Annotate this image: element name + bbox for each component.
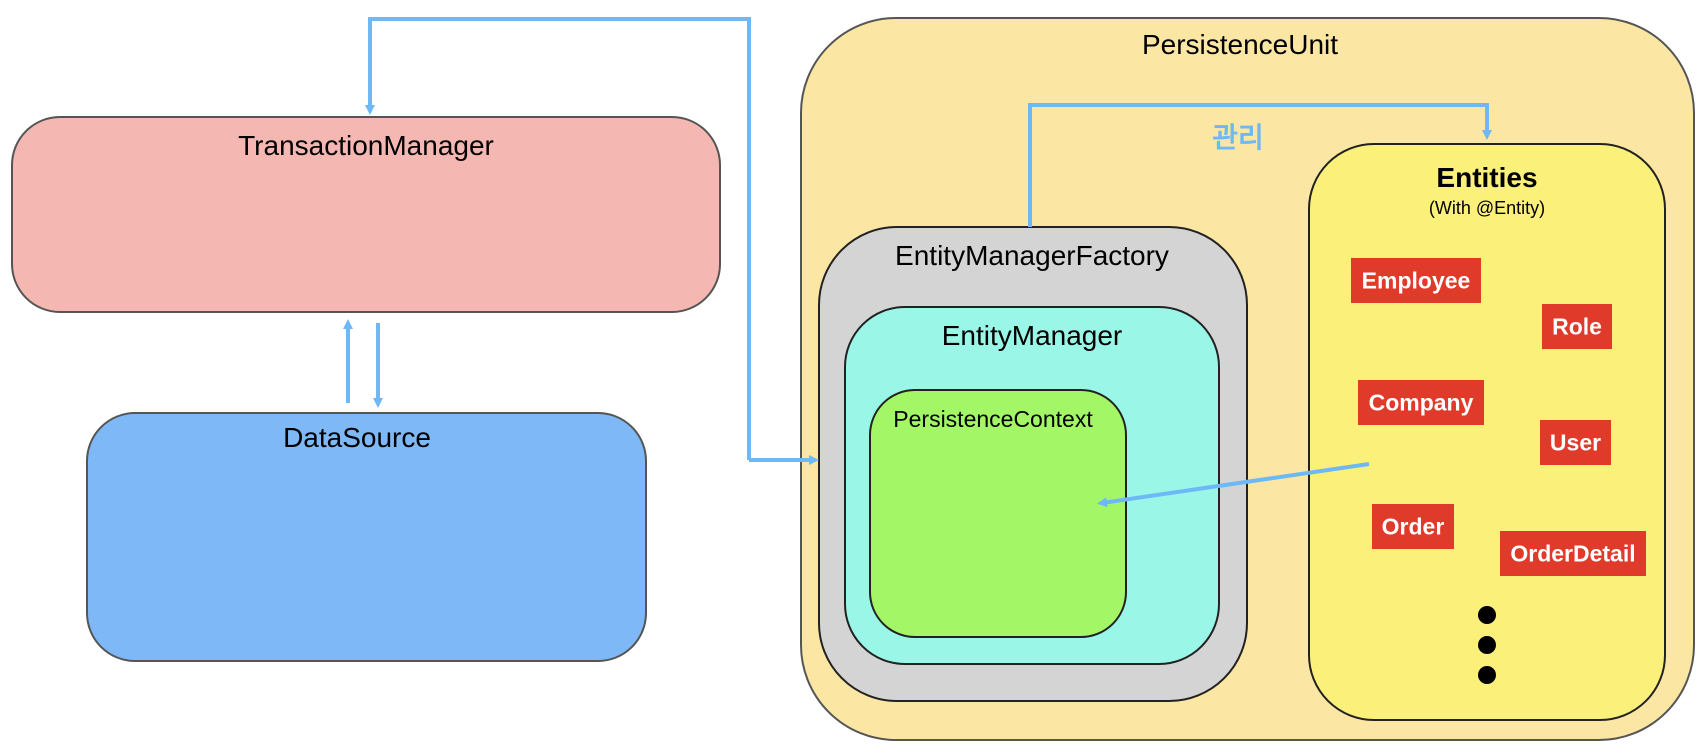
entities-subtitle: (With @Entity) <box>1429 198 1545 218</box>
entity-orderdetail[interactable]: OrderDetail <box>1500 531 1646 576</box>
data-source-label: DataSource <box>283 422 431 453</box>
persistence-unit-label: PersistenceUnit <box>1142 29 1338 60</box>
entity-role-badge <box>1542 304 1612 349</box>
entities-container[interactable]: Entities (With @Entity) <box>1308 143 1666 721</box>
entity-orderdetail-badge <box>1500 531 1646 576</box>
entity-employee-badge <box>1351 258 1481 303</box>
transaction-manager-label: TransactionManager <box>238 130 494 161</box>
entity-company-badge <box>1358 380 1484 425</box>
entity-role-label: Role <box>1552 314 1602 340</box>
persistence-context-label: PersistenceContext <box>893 406 1093 432</box>
persistence-context[interactable]: PersistenceContext <box>869 389 1127 638</box>
entity-manager-label: EntityManager <box>942 320 1123 351</box>
ellipsis-dot <box>1478 606 1496 624</box>
entity-order[interactable]: Order <box>1372 504 1454 549</box>
entity-company-label: Company <box>1369 390 1474 416</box>
manage-arrow-label: 관리 <box>1212 121 1264 154</box>
ellipsis-dot <box>1478 666 1496 684</box>
entity-order-label: Order <box>1382 514 1445 540</box>
pu-to-transaction-manager-arrow <box>365 17 751 460</box>
arrows <box>343 17 1492 508</box>
entity-order-badge <box>1372 504 1454 549</box>
entities-title: Entities <box>1436 162 1537 193</box>
entity-role[interactable]: Role <box>1542 304 1612 349</box>
entity-company[interactable]: Company <box>1358 380 1484 425</box>
entity-user[interactable]: User <box>1540 420 1611 465</box>
entity-orderdetail-label: OrderDetail <box>1510 541 1635 567</box>
entity-employee-label: Employee <box>1362 268 1471 294</box>
entity-user-label: User <box>1550 430 1601 456</box>
data-source[interactable]: DataSource <box>86 412 647 662</box>
ellipsis-dot <box>1478 636 1496 654</box>
transaction-manager[interactable]: TransactionManager <box>11 116 721 313</box>
entities-to-persistence-context-arrow <box>1097 462 1370 508</box>
more-entities-ellipsis <box>1478 606 1496 684</box>
entity-manager-factory-label: EntityManagerFactory <box>895 240 1169 271</box>
entity-employee[interactable]: Employee <box>1351 258 1481 303</box>
manage-arrow <box>1028 103 1492 227</box>
entity-user-badge <box>1540 420 1611 465</box>
